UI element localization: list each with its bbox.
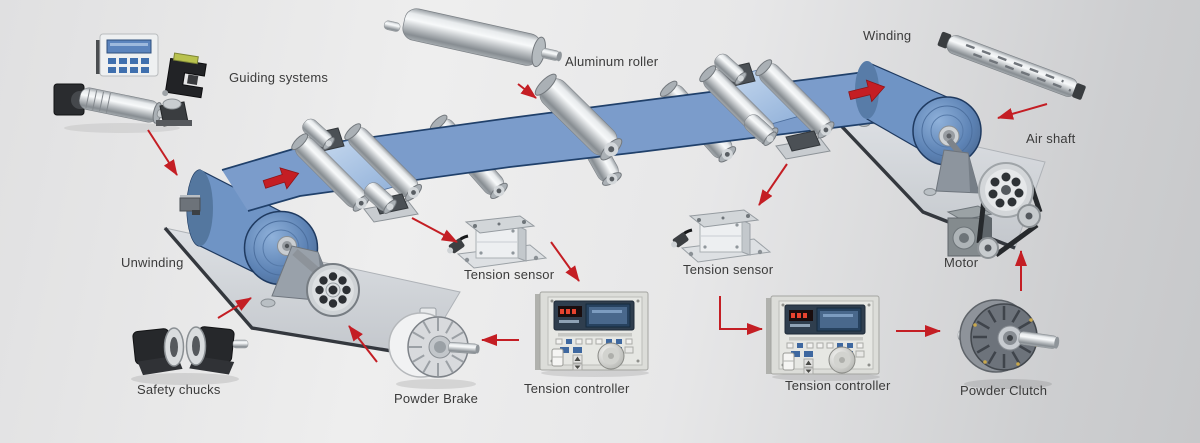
guiding-systems-products — [53, 33, 207, 133]
winding-roll — [855, 61, 982, 167]
label-unwinding: Unwinding — [121, 255, 184, 270]
label-tension-controller-right: Tension controller — [785, 378, 891, 393]
label-aluminum-roller: Aluminum roller — [565, 54, 659, 69]
arrow-sensor-to-controller-left — [550, 241, 580, 282]
web-arrow-right-icon — [848, 79, 886, 103]
powder-clutch-product — [957, 299, 1060, 389]
guiding-actuator — [53, 83, 192, 127]
air-shaft-product — [937, 31, 1086, 100]
label-safety-chucks: Safety chucks — [137, 382, 221, 397]
dip-assembly-right — [699, 53, 835, 160]
safety-chucks-product — [131, 326, 249, 385]
unwinding-brake-disc — [306, 263, 360, 317]
guiding-controller — [96, 33, 159, 77]
label-powder-brake: Powder Brake — [394, 391, 479, 406]
arrow-brake-to-unwinding — [348, 325, 378, 363]
web-arrow-left-icon — [262, 167, 300, 190]
arrow-airshaft-to-winding — [997, 103, 1048, 120]
edge-sensor-block — [179, 195, 201, 215]
arrow-aluminum-to-roller — [517, 83, 537, 99]
label-motor: Motor — [944, 255, 979, 270]
arrow-guiding-to-web — [147, 129, 178, 176]
label-powder-clutch: Powder Clutch — [960, 383, 1048, 398]
flow-arrows — [147, 83, 1048, 363]
label-tension-sensor-left: Tension sensor — [464, 267, 555, 282]
label-winding: Winding — [863, 28, 912, 43]
tension-controller-left-product — [534, 291, 650, 378]
arrow-chucks-to-machine — [217, 297, 252, 319]
arrow-web-to-sensor-right — [758, 163, 788, 206]
label-air-shaft: Air shaft — [1026, 131, 1076, 146]
arrow-web-to-sensor-left — [411, 217, 458, 243]
arrow-sensor-to-controller-right — [719, 296, 763, 335]
dip-assembly-left — [291, 118, 423, 223]
powder-brake-product — [388, 307, 480, 389]
middle-roller — [534, 73, 623, 161]
tension-sensor-left-product — [443, 214, 548, 270]
tension-sensor-right-product — [667, 208, 772, 264]
label-guiding-systems: Guiding systems — [229, 70, 329, 85]
winding-stand — [935, 149, 980, 194]
aluminum-roller-product — [383, 8, 562, 68]
label-tension-sensor-right: Tension sensor — [683, 262, 774, 277]
winding-drive — [946, 162, 1043, 259]
tension-controller-right-product — [765, 295, 881, 382]
web-direction-arrows — [262, 79, 886, 190]
label-tension-controller-left: Tension controller — [524, 381, 630, 396]
edge-fork-sensor — [162, 52, 207, 99]
